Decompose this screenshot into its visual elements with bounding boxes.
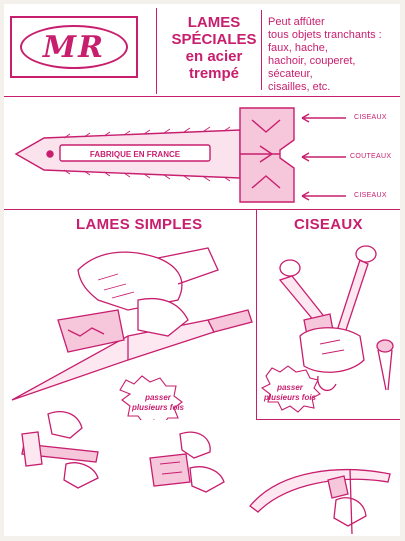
- label-couteaux: COUTEAUX: [350, 153, 392, 160]
- bubble-right-line1: passer: [276, 383, 304, 392]
- desc-line: sécateur,: [268, 68, 313, 80]
- axe-sharpening-illustration: [21, 411, 99, 489]
- logo-text: MR: [42, 29, 106, 65]
- bubble-left-line2: plusieurs fois: [131, 403, 185, 412]
- section-divider: [256, 209, 257, 419]
- label-ciseaux-top: CISEAUX: [354, 114, 387, 121]
- desc-line: cisailles, etc.: [268, 81, 331, 93]
- brand-logo: MR: [10, 16, 138, 78]
- desc-line: Peut affûter: [268, 16, 325, 28]
- header-divider-left: [156, 8, 157, 94]
- knife-sharpening-illustration: passer plusieurs fois: [11, 247, 253, 420]
- desc-line: faux, hache,: [268, 42, 328, 54]
- sharpener-illustration: FABRIQUE EN FRANCE: [14, 107, 346, 203]
- desc-line: hachoir, couperet,: [268, 55, 356, 67]
- logo-oval: MR: [20, 25, 128, 69]
- title-line-1: LAMES: [187, 14, 241, 31]
- scissors-sharpening-illustration: passer plusieurs fois: [260, 245, 394, 413]
- label-ciseaux-bottom: CISEAUX: [354, 192, 387, 199]
- product-description: Peut affûter tous objets tranchants : fa…: [268, 16, 402, 94]
- title-line-3: en acier: [185, 48, 243, 65]
- bubble-right-line2: plusieurs fois: [263, 393, 317, 402]
- desc-line: tous objets tranchants :: [268, 29, 382, 41]
- heading-ciseaux: CISEAUX: [294, 216, 363, 233]
- title-line-2: SPÉCIALES: [171, 31, 257, 48]
- hatchet-sharpening-illustration: [149, 431, 225, 493]
- leaflet-page: MR LAMES SPÉCIALES en acier trempé Peut …: [4, 4, 400, 536]
- rule-middle: [4, 209, 400, 210]
- scythe-sharpening-illustration: [249, 469, 391, 535]
- heading-lames-simples: LAMES SIMPLES: [76, 216, 203, 233]
- title-line-4: trempé: [188, 65, 240, 82]
- bubble-left-line1: passer: [144, 393, 172, 402]
- header-divider-right: [261, 10, 262, 90]
- handle-text: FABRIQUE EN FRANCE: [90, 150, 181, 159]
- rule-top: [4, 96, 400, 97]
- rule-right-bottom: [256, 419, 400, 420]
- product-title: LAMES SPÉCIALES en acier trempé: [168, 14, 260, 82]
